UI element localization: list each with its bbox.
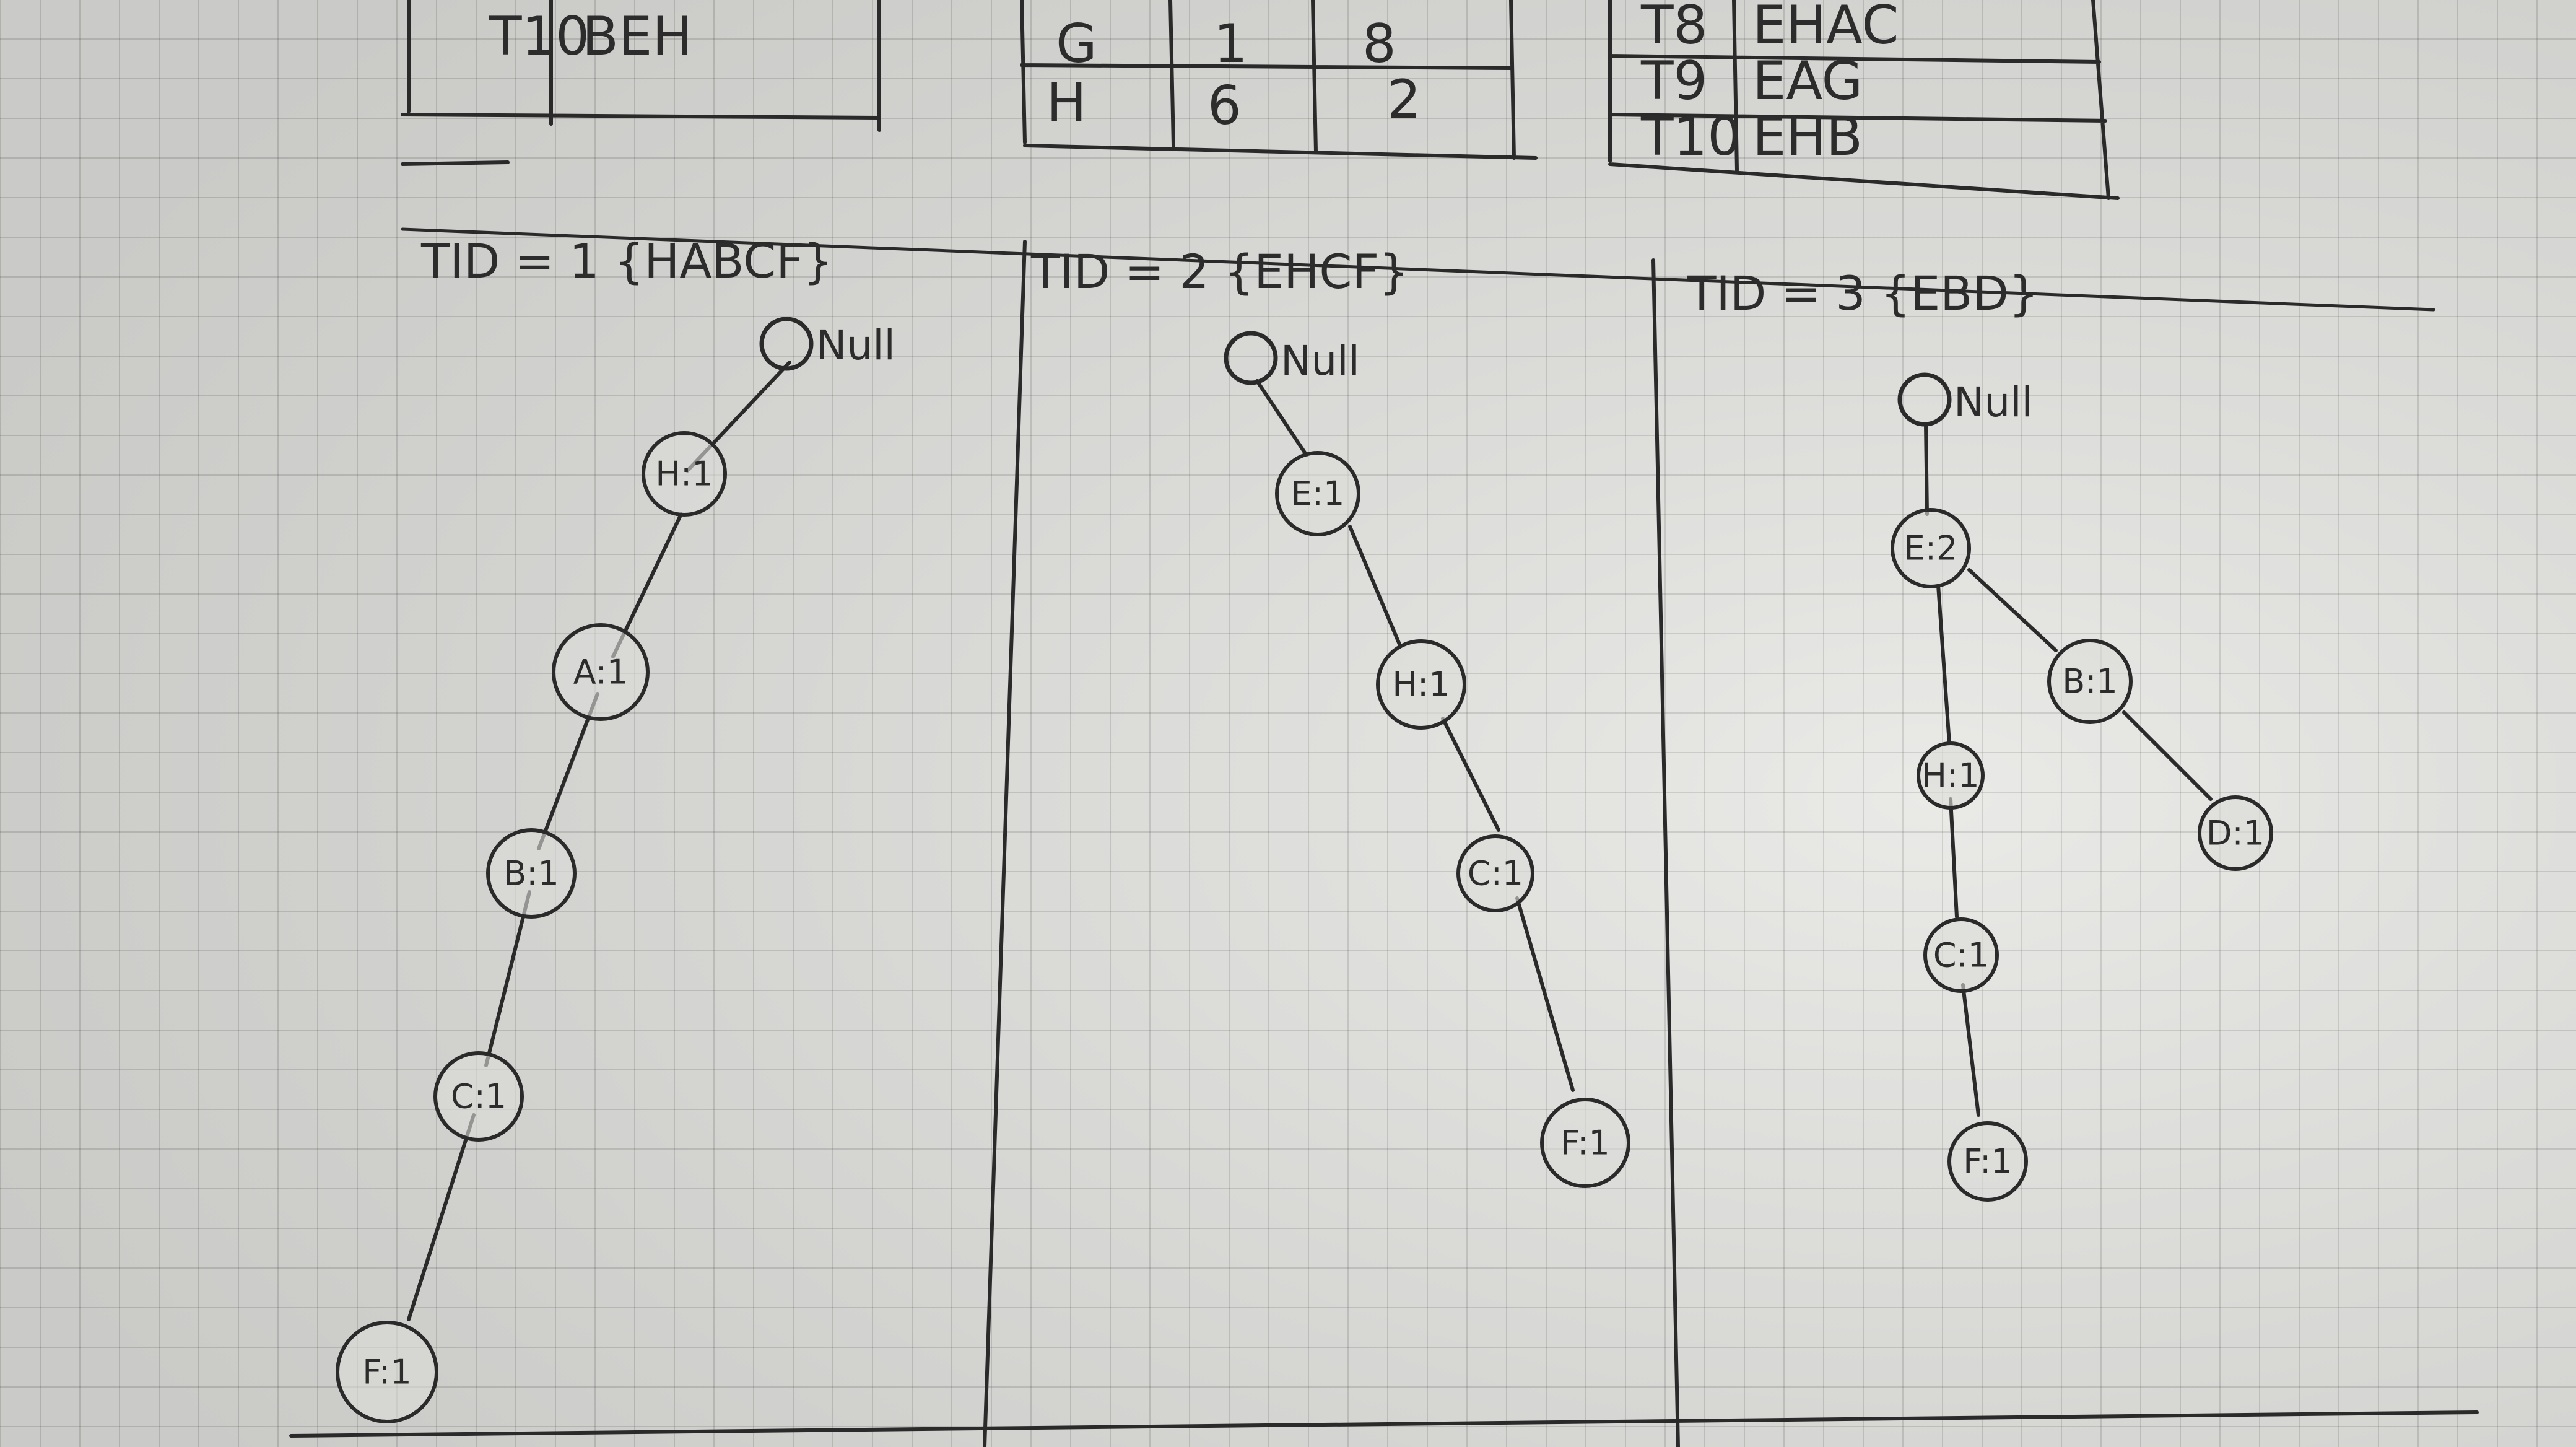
svg-text:F:1: F:1 [1560,1124,1609,1163]
svg-text:C:1: C:1 [1933,936,1989,975]
tree-3-null-label: Null [1954,378,2033,426]
tree-2-null-label: Null [1281,337,1360,385]
tree-3: TID = 3 {EBD} Null E:2 B:1 D:1 H:1 C:1 F… [1687,266,2273,1202]
tree-2-title: TID = 2 {EHCF} [1030,244,1409,299]
tree-1-node-b: B:1 [486,828,577,919]
svg-text:D:1: D:1 [2206,814,2265,853]
tree-1-node-h: H:1 [642,431,727,517]
divider-right [1651,258,1680,1447]
top-middle-item-h: H [1046,72,1087,134]
tree-1-null-label: Null [816,321,895,369]
svg-text:A:1: A:1 [573,653,629,692]
top-right-items-0: EHAC [1752,0,1899,56]
tree-1-node-a: A:1 [552,623,650,721]
tree-2-node-h: H:1 [1376,639,1466,730]
top-middle-table: G 1 8 H 6 2 [1020,0,1538,160]
top-right-tid-1: T9 [1640,50,1707,112]
svg-text:C:1: C:1 [1468,854,1523,893]
tree-3-node-f: F:1 [1947,1121,2028,1202]
top-middle-h-col2: 6 [1208,75,1242,137]
tree-3-title: TID = 3 {EBD} [1687,266,2039,321]
top-right-items-1: EAG [1752,50,1863,112]
top-right-items-2: EHB [1752,106,1863,168]
tree-2-node-c: C:1 [1456,834,1534,912]
tree-3-node-e: E:2 [1891,508,1971,588]
tree-3-null-circle [1897,372,1952,427]
svg-text:F:1: F:1 [1963,1142,2012,1181]
top-middle-item-g: G [1056,13,1097,75]
svg-text:H:1: H:1 [655,455,713,494]
svg-text:H:1: H:1 [1392,665,1450,704]
svg-text:E:1: E:1 [1291,474,1345,514]
top-left-items: BEH [582,6,692,68]
svg-text:B:1: B:1 [503,854,559,893]
tree-3-node-d: D:1 [2198,795,2273,871]
top-middle-g-col3: 8 [1362,13,1396,75]
top-middle-h-col3: 2 [1387,69,1421,131]
svg-text:F:1: F:1 [362,1353,411,1392]
tree-1-node-c: C:1 [433,1051,524,1142]
tree-2-node-f: F:1 [1540,1098,1630,1188]
svg-text:H:1: H:1 [1921,756,1979,795]
svg-text:C:1: C:1 [451,1077,507,1116]
tree-1-node-f: F:1 [336,1321,438,1423]
divider-left [983,240,1027,1447]
separators [289,227,2479,1447]
top-left-table: T10 BEH [401,0,881,166]
top-right-tid-2: T10 [1640,106,1741,168]
tree-1-title: TID = 1 {HABCF} [420,234,833,289]
tree-2-node-e: E:1 [1275,451,1360,536]
top-right-table: T8 EHAC T9 EAG T10 EHB [1608,0,2120,200]
tree-1-null-circle [759,317,814,371]
tree-3-node-b: B:1 [2047,639,2133,724]
tree-1: TID = 1 {HABCF} Null H:1 A:1 B:1 C:1 F:1 [336,234,895,1423]
tree-3-node-h: H:1 [1917,741,1985,810]
tree-2: TID = 2 {EHCF} Null E:1 H:1 C:1 F:1 [1030,244,1630,1188]
top-middle-g-col2: 1 [1214,13,1248,75]
svg-text:E:2: E:2 [1904,529,1958,568]
tree-2-null-circle [1224,331,1278,385]
top-right-tid-0: T8 [1640,0,1707,56]
top-left-tid: T10 [489,6,590,68]
svg-text:B:1: B:1 [2062,662,2118,701]
tree-3-node-c: C:1 [1923,917,1999,993]
